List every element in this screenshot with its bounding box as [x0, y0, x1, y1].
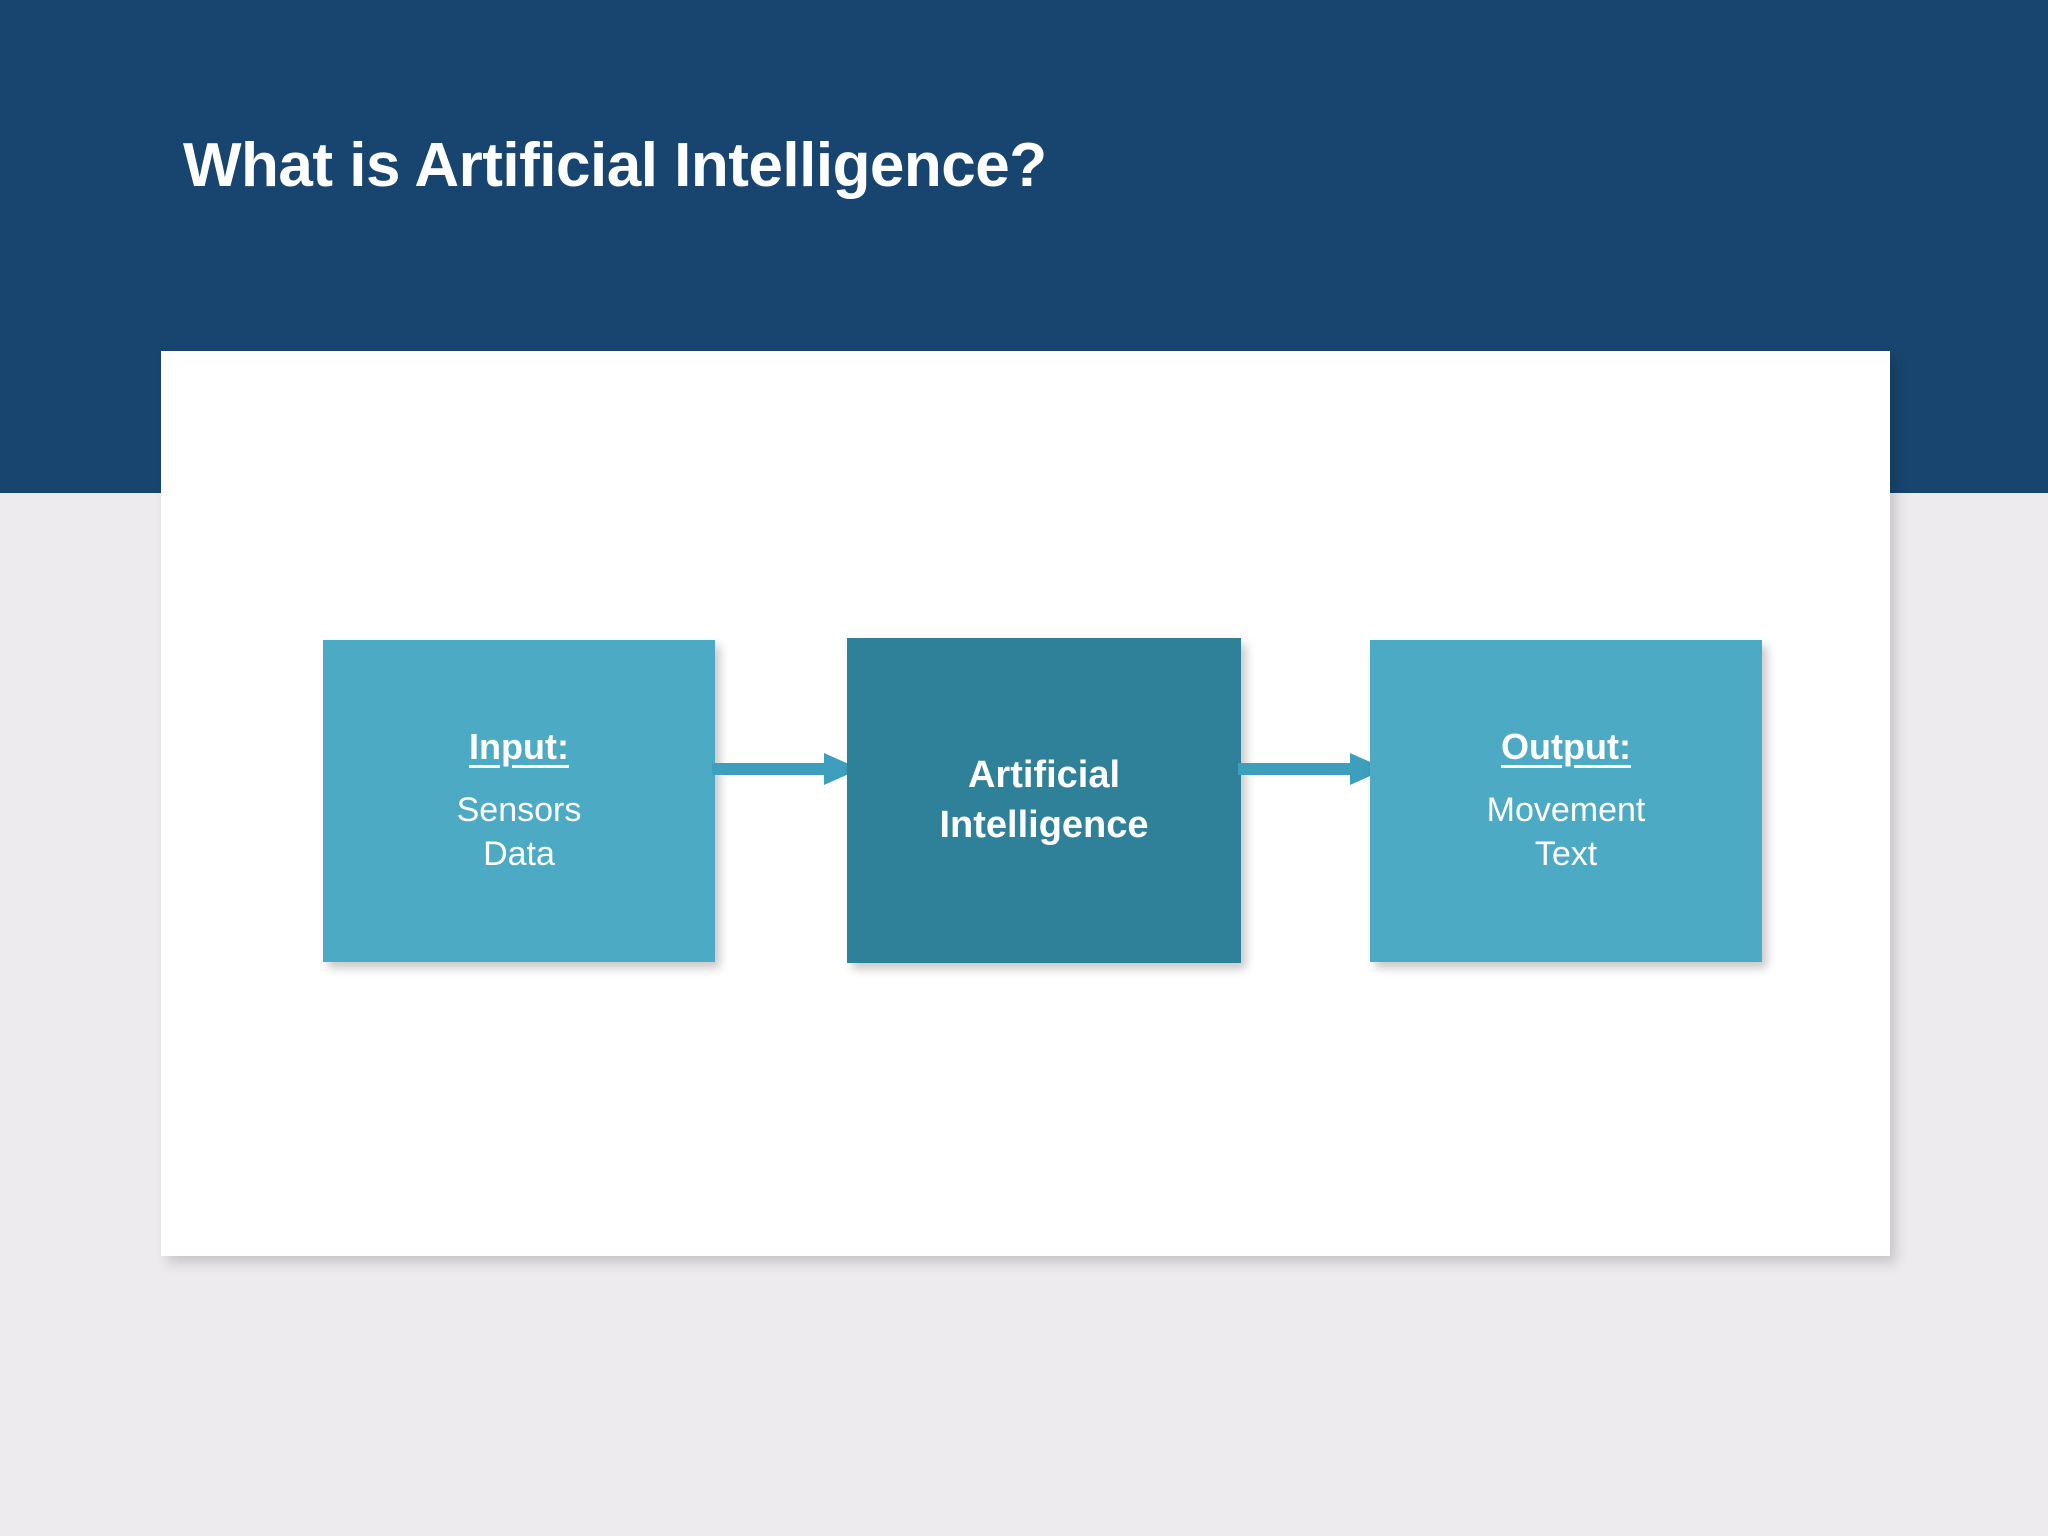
flow-node-input-line-1: Sensors [456, 791, 582, 830]
flow-node-output[interactable]: Output: Movement Text [1370, 640, 1762, 962]
flow-arrow-input-to-ai [712, 749, 862, 789]
flow-arrow-ai-to-output [1238, 749, 1388, 789]
flow-node-output-heading: Output: [1501, 725, 1631, 767]
arrow-right-icon [712, 753, 860, 785]
flow-node-output-line-1: Movement [1486, 791, 1646, 830]
flow-node-output-line-2: Text [1534, 834, 1598, 873]
page-title: What is Artificial Intelligence? [183, 131, 1047, 200]
flow-node-artificial-intelligence[interactable]: Artificial Intelligence [847, 638, 1241, 963]
flow-node-input[interactable]: Input: Sensors Data [323, 640, 715, 962]
arrow-right-icon [1238, 753, 1386, 785]
flow-node-ai-line-2: Intelligence [939, 803, 1149, 846]
flow-node-input-line-2: Data [483, 834, 555, 873]
flow-node-input-heading: Input: [469, 725, 569, 767]
content-card: Input: Sensors Data Artificial Intellige… [161, 351, 1890, 1256]
ai-flow-diagram: Input: Sensors Data Artificial Intellige… [161, 351, 1890, 1256]
flow-node-ai-line-1: Artificial [967, 754, 1121, 797]
